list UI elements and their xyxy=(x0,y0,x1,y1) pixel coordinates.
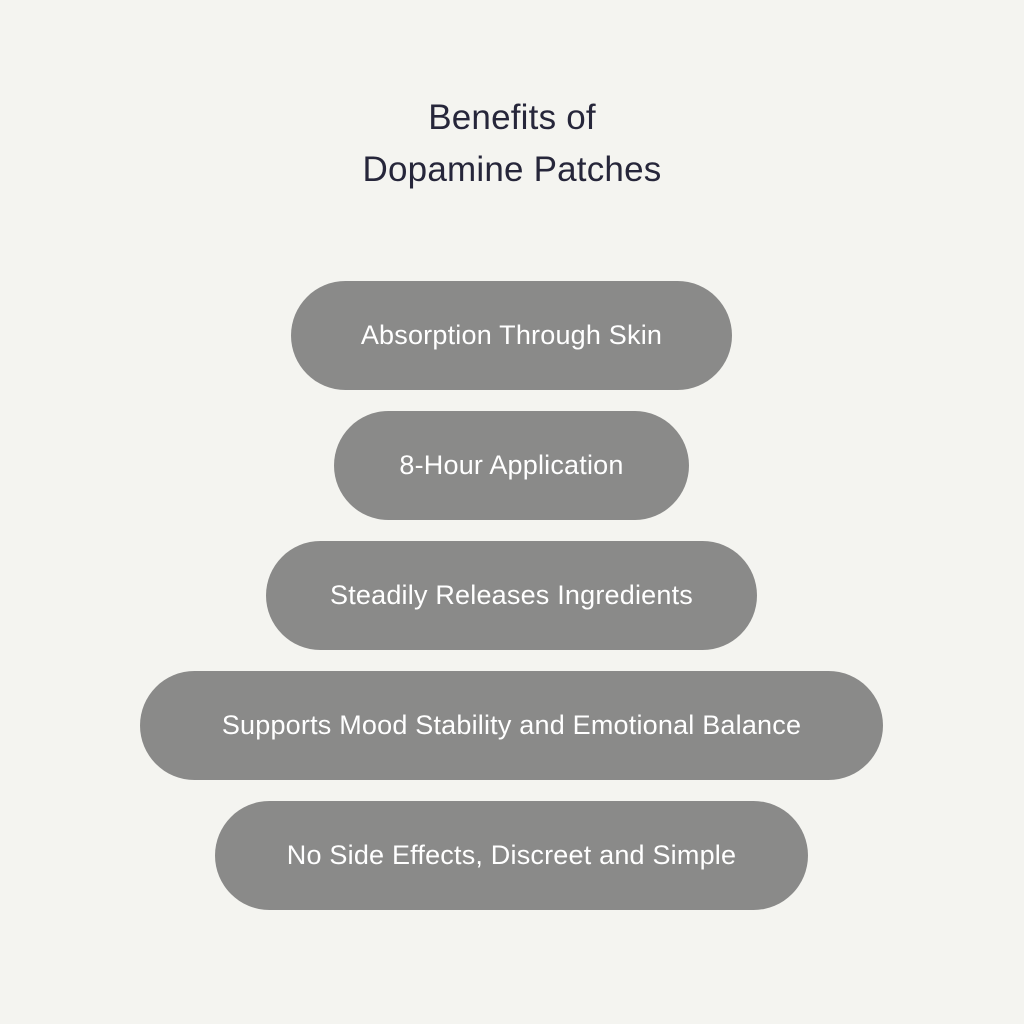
benefit-pill-mood-stability: Supports Mood Stability and Emotional Ba… xyxy=(140,671,883,780)
benefit-label: No Side Effects, Discreet and Simple xyxy=(286,840,737,870)
benefit-pill-8-hour: 8-Hour Application xyxy=(334,411,689,520)
benefit-pill-steady-release: Steadily Releases Ingredients xyxy=(266,541,757,650)
benefit-label: Steadily Releases Ingredients xyxy=(329,580,693,610)
benefit-label: Absorption Through Skin xyxy=(360,320,663,350)
title-line-1: Benefits of xyxy=(428,98,596,137)
benefit-pill-no-side-effects: No Side Effects, Discreet and Simple xyxy=(215,801,808,910)
page-title: Benefits of Dopamine Patches xyxy=(0,92,1024,196)
benefit-label: 8-Hour Application xyxy=(399,450,624,480)
benefit-pill-absorption: Absorption Through Skin xyxy=(291,281,732,390)
benefit-label: Supports Mood Stability and Emotional Ba… xyxy=(221,710,802,740)
title-line-2: Dopamine Patches xyxy=(362,150,662,189)
